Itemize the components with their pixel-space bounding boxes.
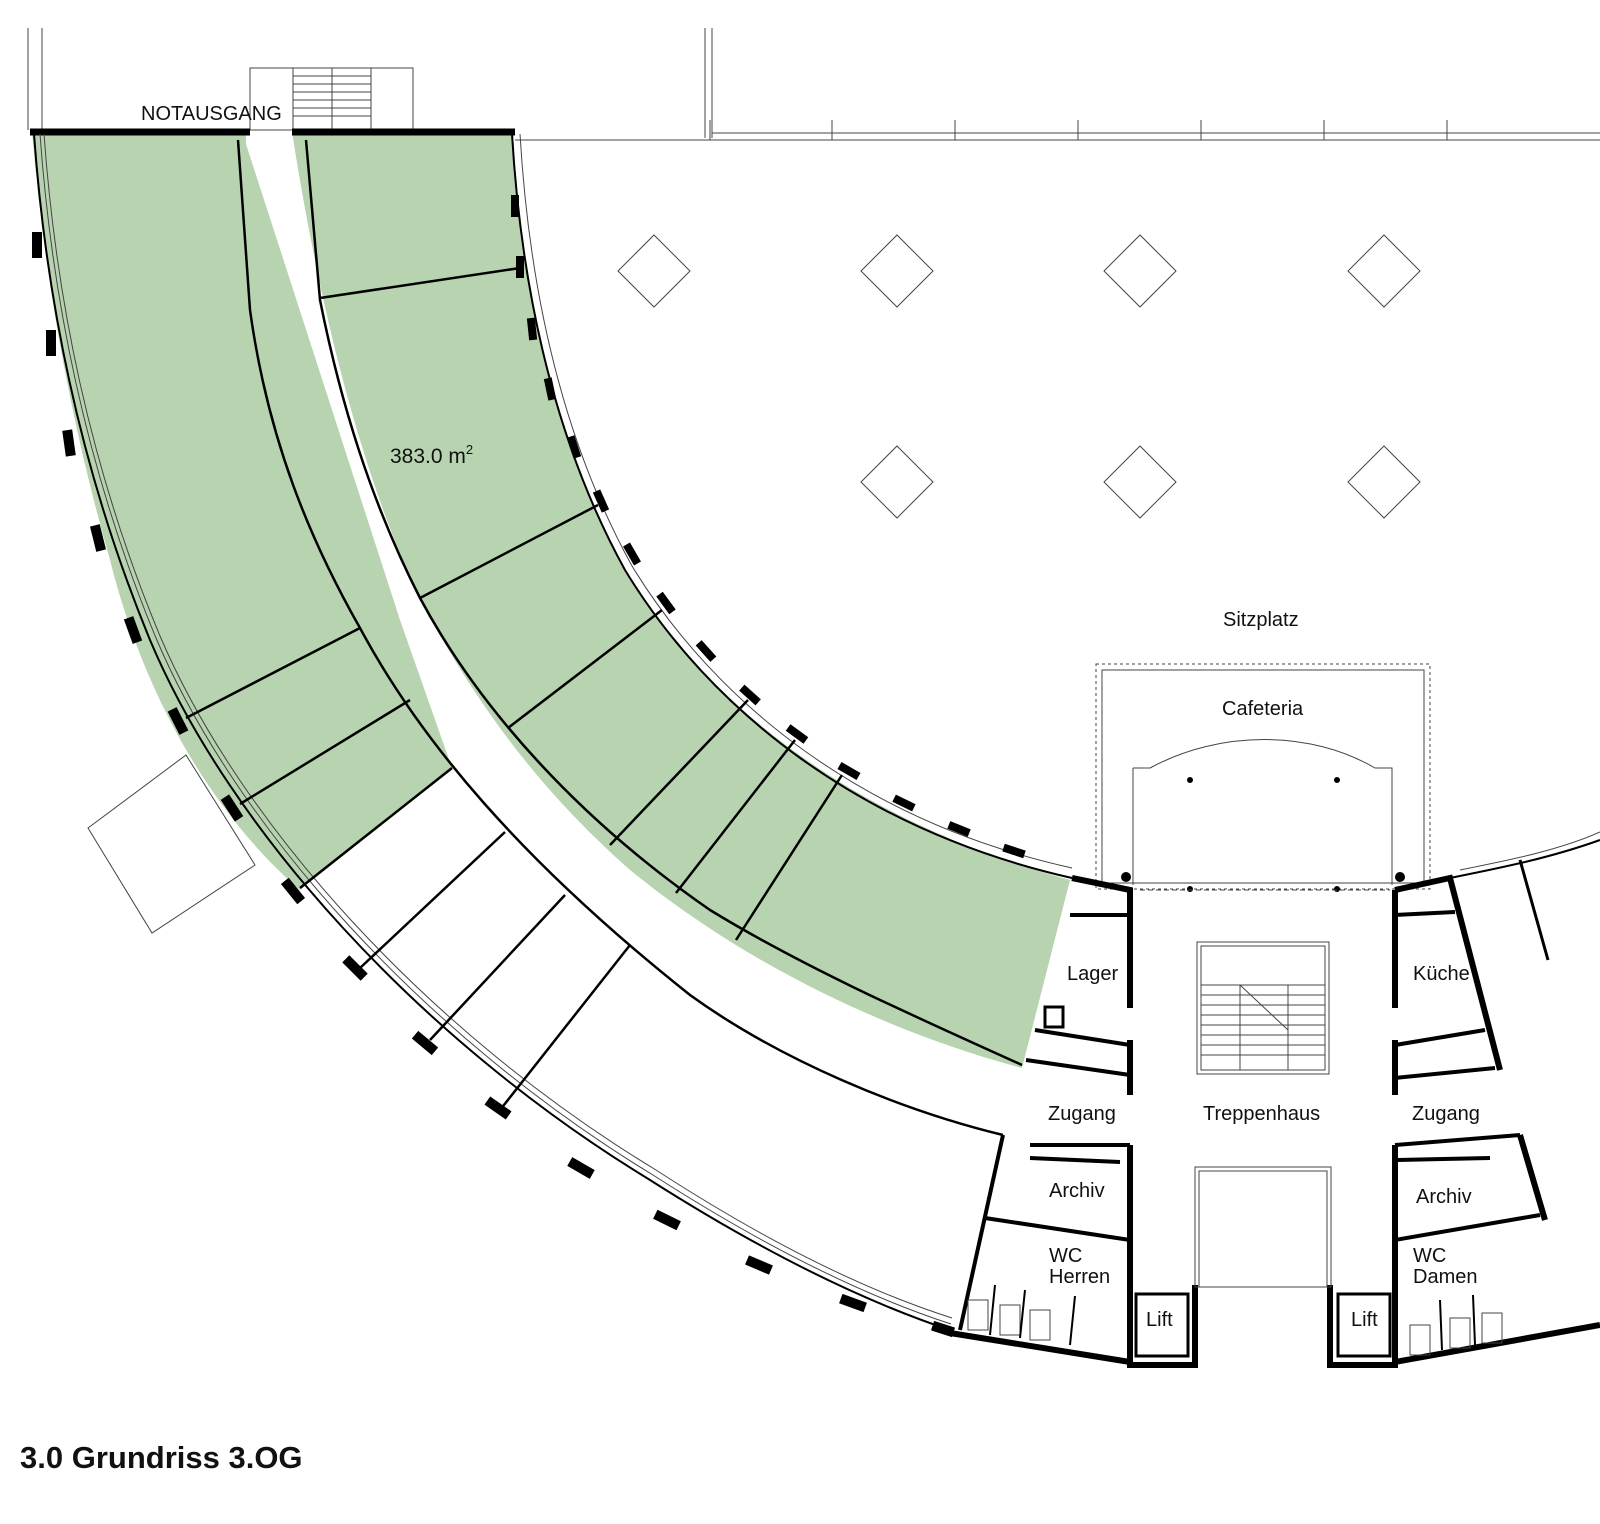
stair-treads (1201, 984, 1325, 1070)
highlight-wing-east (292, 132, 1070, 1068)
label-lift-left: Lift (1146, 1309, 1173, 1331)
label-lift-right: Lift (1351, 1309, 1378, 1331)
area-value: 383.0 m2 (390, 442, 473, 468)
label-cafeteria: Cafeteria (1222, 698, 1304, 720)
label-stairwell: Treppenhaus (1203, 1103, 1320, 1125)
walls (30, 128, 1073, 1338)
plan-title: 3.0 Grundriss 3.OG (20, 1440, 303, 1475)
label-wc-women-2: Damen (1413, 1266, 1477, 1288)
label-storage: Lager (1067, 963, 1118, 985)
label-archive-left: Archiv (1049, 1180, 1105, 1202)
label-wc-men-1: WC (1049, 1245, 1082, 1267)
site-context (27, 28, 1600, 934)
label-wc-women-1: WC (1413, 1245, 1446, 1267)
labels: NOTAUSGANG 383.0 m2 Sitzplatz Cafeteria … (141, 103, 1480, 1331)
label-archive-right: Archiv (1416, 1186, 1472, 1208)
area-unit-superscript: 2 (466, 442, 473, 457)
highlight-wing-west (32, 132, 452, 890)
label-access-left: Zugang (1048, 1103, 1116, 1125)
highlighted-area (32, 132, 1070, 1068)
label-seating: Sitzplatz (1223, 609, 1299, 631)
label-kitchen: Küche (1413, 963, 1470, 985)
label-emergency-exit: NOTAUSGANG (141, 103, 282, 125)
wc-fixtures (967, 1284, 1503, 1356)
planters (617, 234, 1421, 519)
label-access-right: Zugang (1412, 1103, 1480, 1125)
area-number: 383.0 m (390, 445, 466, 468)
fence-posts (709, 120, 1448, 140)
label-wc-men-2: Herren (1049, 1266, 1110, 1288)
facade-columns (32, 195, 1026, 1338)
building-core (949, 663, 1600, 1368)
balcony (87, 754, 256, 934)
